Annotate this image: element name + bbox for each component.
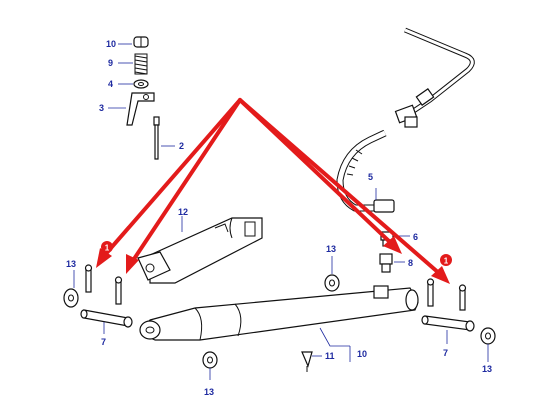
washer-left-top: [63, 288, 79, 308]
callout-7-left: 7: [101, 337, 106, 347]
pin-part-right-b: [458, 284, 467, 311]
svg-text:1: 1: [105, 244, 110, 253]
spring-part-9: [134, 53, 148, 75]
pin-part-7-right: [421, 315, 475, 332]
bolt-part-2: [153, 116, 160, 160]
callout-11: 11: [325, 351, 335, 361]
pin-part-7-left: [80, 309, 133, 328]
nut-part-10: [133, 36, 149, 48]
washer-left-bottom: [202, 351, 218, 369]
cylinder-part-12: [137, 217, 263, 284]
callout-10-bottom: 10: [357, 349, 367, 359]
pin-part-left-a: [84, 264, 93, 293]
main-hydraulic-cylinder: [139, 285, 419, 341]
callout-10-top: 10: [106, 39, 116, 49]
highlight-arrows: [96, 98, 450, 284]
washer-mid: [324, 274, 340, 292]
callout-2: 2: [179, 141, 184, 151]
callout-4: 4: [108, 79, 113, 89]
callout-3: 3: [99, 103, 104, 113]
pin-part-right-a: [426, 278, 435, 307]
marker-1-right: 1: [440, 254, 452, 266]
callout-13-bottom-right: 13: [482, 364, 492, 374]
fitting-part-8: [379, 253, 393, 273]
bracket-part-3: [126, 92, 155, 126]
washer-right: [480, 327, 496, 345]
marker-1-left: 1: [101, 241, 113, 253]
callout-8: 8: [408, 258, 413, 268]
callout-13-mid-top: 13: [326, 244, 336, 254]
cotter-pin-part-11: [301, 351, 313, 372]
pin-part-left-b: [114, 276, 123, 305]
callout-13-bottom-left: 13: [204, 387, 214, 397]
callout-7-right: 7: [443, 348, 448, 358]
callout-9: 9: [108, 58, 113, 68]
callout-5: 5: [368, 172, 373, 182]
callout-12: 12: [178, 207, 188, 217]
washer-part-4: [133, 79, 149, 89]
svg-text:1: 1: [444, 257, 449, 266]
callout-6: 6: [413, 232, 418, 242]
hydraulic-pipe: [336, 27, 475, 213]
callout-13-left-top: 13: [66, 259, 76, 269]
